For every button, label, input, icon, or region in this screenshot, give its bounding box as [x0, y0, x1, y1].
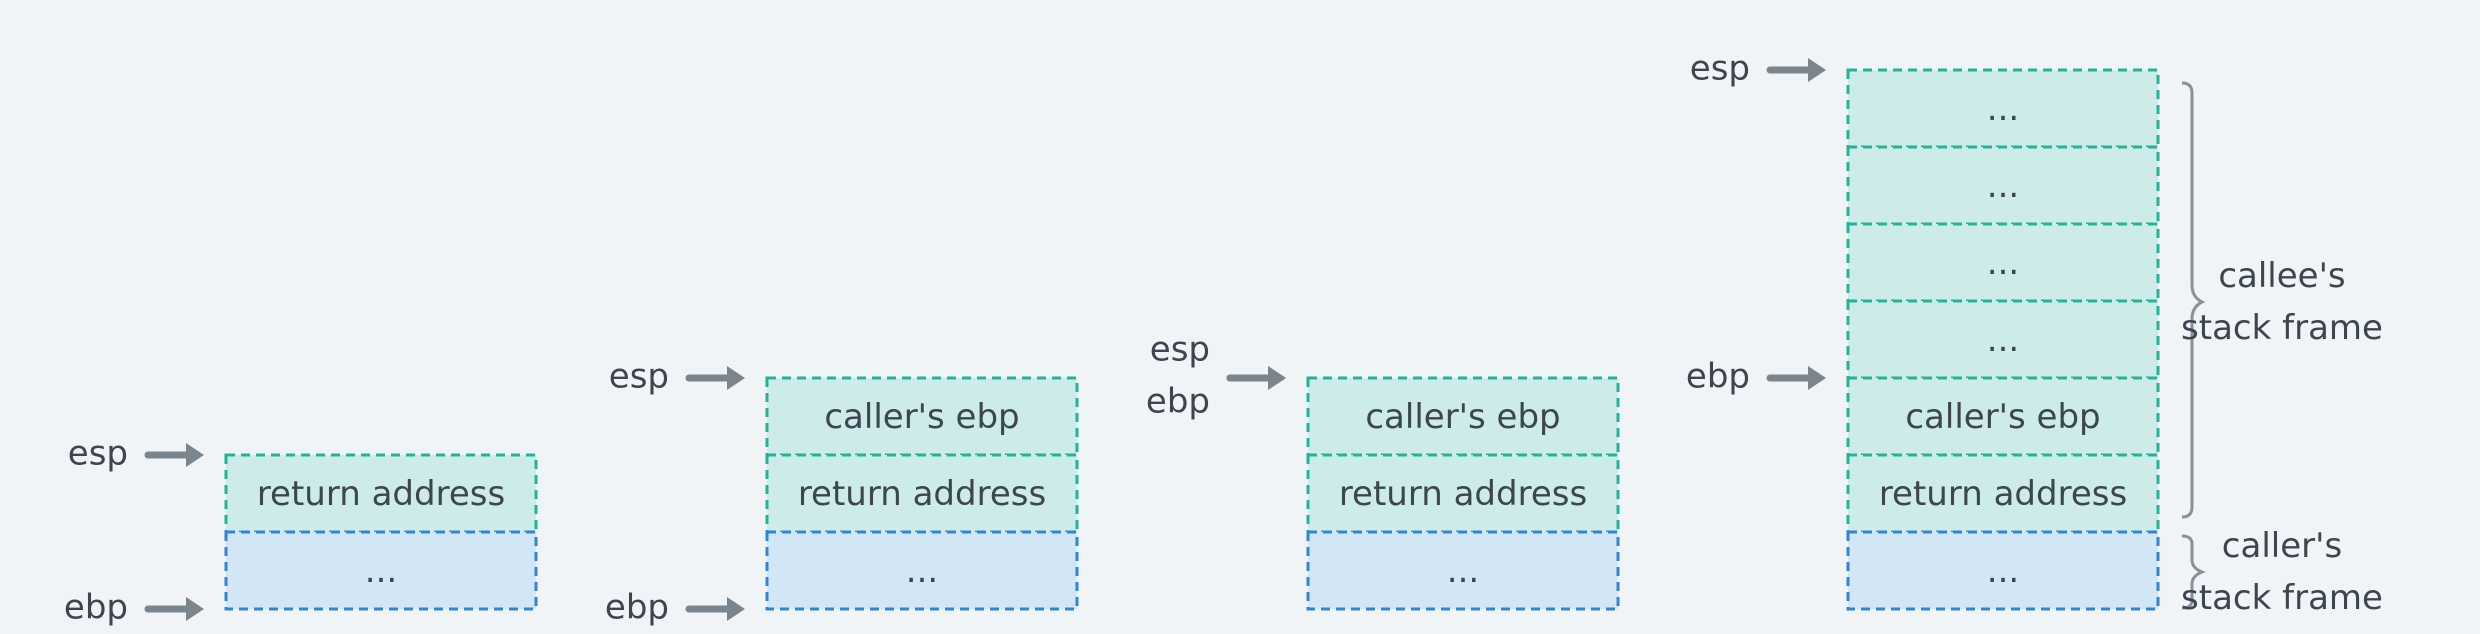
stack-4-pointer-ebp-arrow-head — [1808, 366, 1826, 390]
stack-4-pointer-ebp-arrow — [1766, 366, 1826, 390]
stack-3-cell-0 — [1306, 376, 1620, 457]
stack-2-cell-0 — [765, 376, 1079, 457]
stack-4-cell-5 — [1846, 453, 2160, 534]
stack-1-cell-0 — [224, 453, 538, 534]
stack-4-cell-6 — [1846, 530, 2160, 611]
stack-1-pointer-ebp-arrow — [144, 597, 204, 621]
stack-1-cell-1 — [224, 530, 538, 611]
callee-frame-annotation: callee's stack frame — [2181, 81, 2383, 519]
caller-frame-annotation: caller's stack frame — [2181, 526, 2383, 618]
stack-3-pointer-ebp-label: ebp — [1146, 382, 1210, 422]
callee-frame-brace — [2181, 81, 2206, 519]
stack-3-cell-1 — [1306, 453, 1620, 534]
stack-4-cell-4-text: caller's ebp — [1905, 397, 2100, 437]
caller-frame-label-line2: stack frame — [2181, 578, 2383, 618]
stack-2-cell-2-text: ... — [906, 551, 938, 591]
stack-4: ............ caller's ebp return address..… — [1686, 49, 2160, 611]
stack-2-cell-1-text: return address — [798, 474, 1046, 514]
stack-1-cell-1-text: ... — [365, 551, 397, 591]
stack-2-pointer-ebp-label: ebp — [605, 588, 669, 628]
stack-2-pointer-ebp-arrow — [685, 597, 745, 621]
caller-frame-label-line1: caller's — [2222, 526, 2342, 566]
stack-3: caller's ebp return address... esp ebp — [1146, 330, 1620, 611]
stack-1-pointer-ebp-label: ebp — [64, 588, 128, 628]
callee-frame-label-line2: stack frame — [2181, 308, 2383, 348]
stack-4-cell-3-text: ... — [1987, 320, 2019, 360]
stack-4-cell-5-text: return address — [1879, 474, 2127, 514]
stack-4-pointer-esp-arrow-head — [1808, 58, 1826, 82]
stack-3-cell-0-text: caller's ebp — [1365, 397, 1560, 437]
stack-1-pointer-ebp-arrow-head — [186, 597, 204, 621]
stack-4-cell-6-text: ... — [1987, 551, 2019, 591]
stack-4-pointer-esp-label: esp — [1690, 49, 1750, 89]
stack-1-pointer-esp-arrow-head — [186, 443, 204, 467]
stack-4-cell-1-text: ... — [1987, 166, 2019, 206]
stack-4-cell-3 — [1846, 299, 2160, 380]
stack-2-pointer-esp-label: esp — [609, 357, 669, 397]
stack-4-cell-0-text: ... — [1987, 89, 2019, 129]
stack-4-cell-2 — [1846, 222, 2160, 303]
stack-3-cell-2 — [1306, 530, 1620, 611]
stack-3-cell-2-text: ... — [1447, 551, 1479, 591]
stack-2-pointer-esp-arrow — [685, 366, 745, 390]
stack-4-cell-2-text: ... — [1987, 243, 2019, 283]
stack-2-pointer-ebp-arrow-head — [727, 597, 745, 621]
stack-2: caller's ebp return address... esp ebp — [605, 357, 1079, 628]
callee-frame-label-line1: callee's — [2218, 256, 2345, 296]
stack-2-pointer-esp-arrow-head — [727, 366, 745, 390]
stack-3-pointer-ebp-arrow — [1226, 366, 1286, 390]
stack-3-cell-1-text: return address — [1339, 474, 1587, 514]
stack-2-cell-0-text: caller's ebp — [824, 397, 1019, 437]
stack-1: return address... esp ebp — [64, 434, 538, 628]
stack-4-pointer-ebp-label: ebp — [1686, 357, 1750, 397]
stack-3-pointer-ebp-arrow-head — [1268, 366, 1286, 390]
stack-3-pointer-esp-label: esp — [1150, 330, 1210, 370]
stack-4-cell-1 — [1846, 145, 2160, 226]
caller-frame-brace — [2181, 534, 2207, 610]
stack-1-pointer-esp-label: esp — [68, 434, 128, 474]
stack-2-cell-1 — [765, 453, 1079, 534]
stack-2-cell-2 — [765, 530, 1079, 611]
stack-4-pointer-esp-arrow — [1766, 58, 1826, 82]
stack-4-cell-4 — [1846, 376, 2160, 457]
stacks-layer: return address... esp ebp caller's ebp retur… — [64, 49, 2160, 628]
stack-1-cell-0-text: return address — [257, 474, 505, 514]
stack-1-pointer-esp-arrow — [144, 443, 204, 467]
